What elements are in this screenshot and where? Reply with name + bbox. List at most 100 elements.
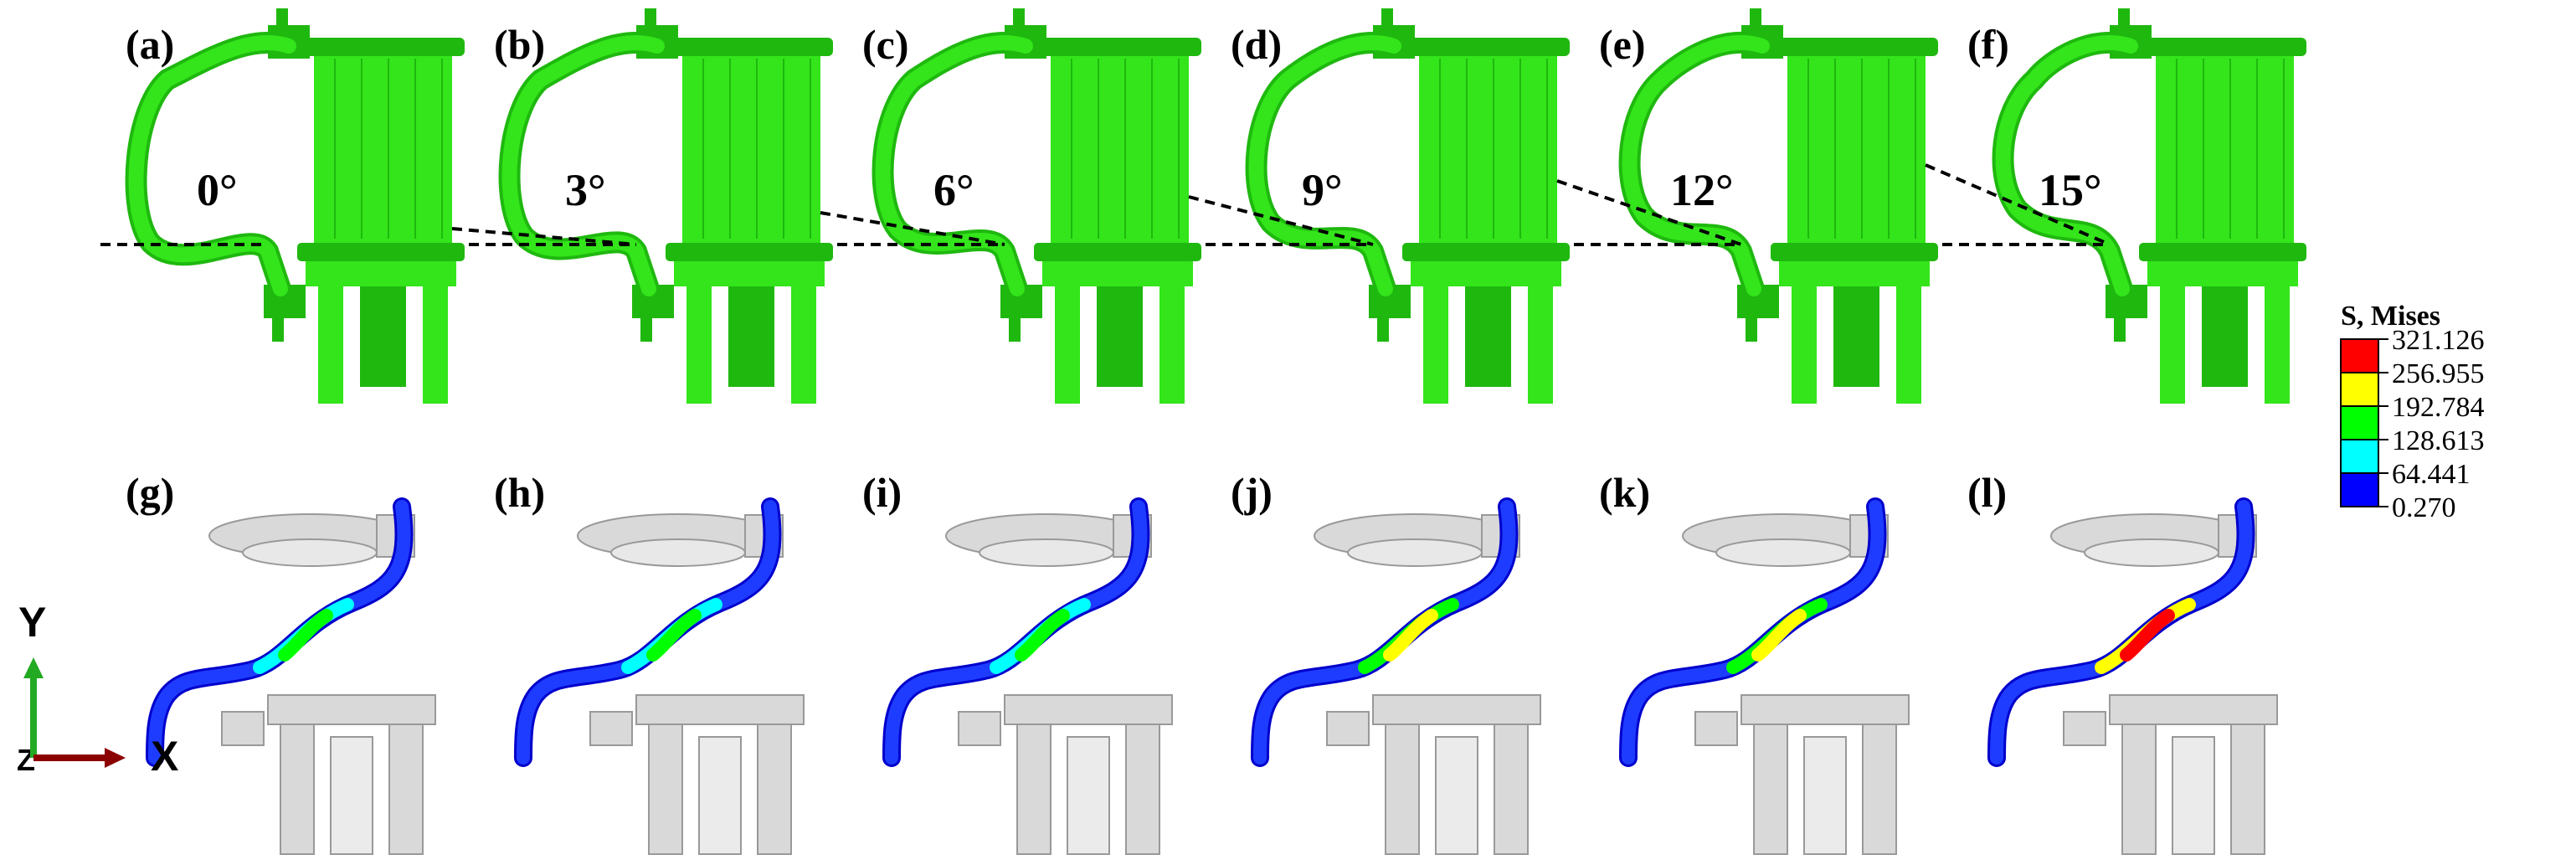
lower-stand-top <box>1372 694 1541 725</box>
stand-top <box>306 261 456 286</box>
bottom-row-stress-contours: (g)(h)(i)(j)(k)(l) <box>126 469 2278 855</box>
pipe <box>1248 35 1401 296</box>
lower-stand-center <box>1435 736 1478 855</box>
top-bolt <box>1013 8 1025 30</box>
stand-center <box>1097 286 1143 387</box>
pipe <box>128 35 296 296</box>
cylinder-top-flange <box>1038 38 1201 56</box>
lower-stand-leg-left <box>2121 724 2157 855</box>
lower-stand-center <box>1803 736 1847 855</box>
stand-center <box>728 286 774 387</box>
tilt-line <box>1188 195 1374 246</box>
stand-leg-left <box>1423 286 1448 404</box>
lower-stand-center <box>698 736 742 855</box>
stand-center <box>1465 286 1511 387</box>
stand-leg-left <box>1055 286 1080 404</box>
cylinder-top-flange <box>301 38 465 56</box>
cylinder-top-flange <box>1775 38 1938 56</box>
top-bolt <box>276 8 288 30</box>
stand-center <box>2202 286 2248 387</box>
panel-label: (g) <box>126 469 174 516</box>
stand-top <box>674 261 825 286</box>
stand-leg-right <box>423 286 448 404</box>
lower-stand-leg-left <box>648 724 683 855</box>
lower-stand-leg-left <box>1385 724 1420 855</box>
panel-label: (f) <box>1967 21 2009 68</box>
coordinate-triad: Y X Z <box>17 599 178 780</box>
angle-label: 15° <box>2039 165 2102 215</box>
stress-panel: (i) <box>862 469 1173 855</box>
stress-zone-peak <box>1015 609 1070 662</box>
stress-zone-peak <box>1383 609 1438 662</box>
legend-value: 192.784 <box>2392 392 2485 423</box>
legend-swatch <box>2340 405 2379 440</box>
bottom-bolt <box>1746 317 1757 342</box>
legend-value: 64.441 <box>2392 459 2471 490</box>
axis-x-label: X <box>151 733 178 780</box>
stand-leg-right <box>2265 286 2290 404</box>
lower-stand-top <box>2109 694 2278 725</box>
cylinder-body <box>1419 46 1557 243</box>
axis-y-arrowhead <box>23 657 44 678</box>
pipe <box>1995 35 2138 296</box>
panel-label: (c) <box>862 21 909 68</box>
cylinder-bottom-flange <box>297 243 465 261</box>
bottom-bolt <box>640 317 652 342</box>
angle-label: 12° <box>1670 165 1734 215</box>
panel-label: (a) <box>126 21 174 68</box>
lower-stand-center <box>330 736 373 855</box>
angle-label: 9° <box>1302 165 1343 215</box>
stand-leg-right <box>791 286 816 404</box>
lower-stand-leg-left <box>280 724 315 855</box>
cylinder-bottom-flange <box>666 243 833 261</box>
stand-top <box>2147 261 2298 286</box>
lower-clamp <box>958 711 1001 746</box>
legend-swatch <box>2340 372 2379 407</box>
lower-stand-leg-right <box>1862 724 1897 855</box>
cylinder-body <box>1787 46 1926 243</box>
legend-value: 128.613 <box>2392 425 2485 456</box>
lower-stand-top <box>1004 694 1173 725</box>
legend-value: 321.126 <box>2392 325 2485 356</box>
legend-swatch <box>2340 439 2379 474</box>
legend-swatch <box>2340 472 2379 507</box>
cylinder-bottom-flange <box>2139 243 2306 261</box>
top-bolt <box>1381 8 1393 30</box>
lower-stand-top <box>267 694 436 725</box>
cylinder-bottom-flange <box>1771 243 1938 261</box>
stand-top <box>1042 261 1193 286</box>
bottom-bolt <box>272 317 284 342</box>
pipe <box>1622 35 1770 296</box>
lower-clamp <box>1694 711 1738 746</box>
stress-panel: (j) <box>1231 469 1541 855</box>
lower-clamp <box>589 711 633 746</box>
bottom-bolt <box>2114 317 2126 342</box>
lower-stand-center <box>2172 736 2215 855</box>
cylinder-top-flange <box>2143 38 2306 56</box>
stand-leg-left <box>686 286 712 404</box>
stand-leg-left <box>1792 286 1817 404</box>
geometry-panel: (f) 15° <box>1925 8 2306 404</box>
geometry-panel: (d) 9° <box>1188 8 1570 404</box>
upper-disk-inner <box>2084 538 2219 567</box>
lower-stand-leg-right <box>388 724 424 855</box>
cylinder-body <box>2156 46 2294 243</box>
stand-leg-left <box>318 286 343 404</box>
panel-label: (d) <box>1231 21 1282 68</box>
angle-label: 6° <box>933 165 974 215</box>
lower-stand-leg-right <box>757 724 792 855</box>
panel-label: (l) <box>1967 469 2007 516</box>
top-bolt <box>1750 8 1761 30</box>
lower-stand-leg-right <box>1494 724 1529 855</box>
axis-x-arrowhead <box>105 748 126 768</box>
pipe <box>875 35 1033 296</box>
stand-center <box>1833 286 1879 387</box>
geometry-panel: (e)12° <box>1556 8 1938 404</box>
lower-stand-leg-right <box>1125 724 1160 855</box>
panel-label: (b) <box>494 21 545 68</box>
geometry-panel: (c) 6° <box>820 8 1201 404</box>
geometry-panel: (b)3° <box>451 8 833 404</box>
lower-stand-top <box>635 694 805 725</box>
cylinder-bottom-flange <box>1034 243 1201 261</box>
